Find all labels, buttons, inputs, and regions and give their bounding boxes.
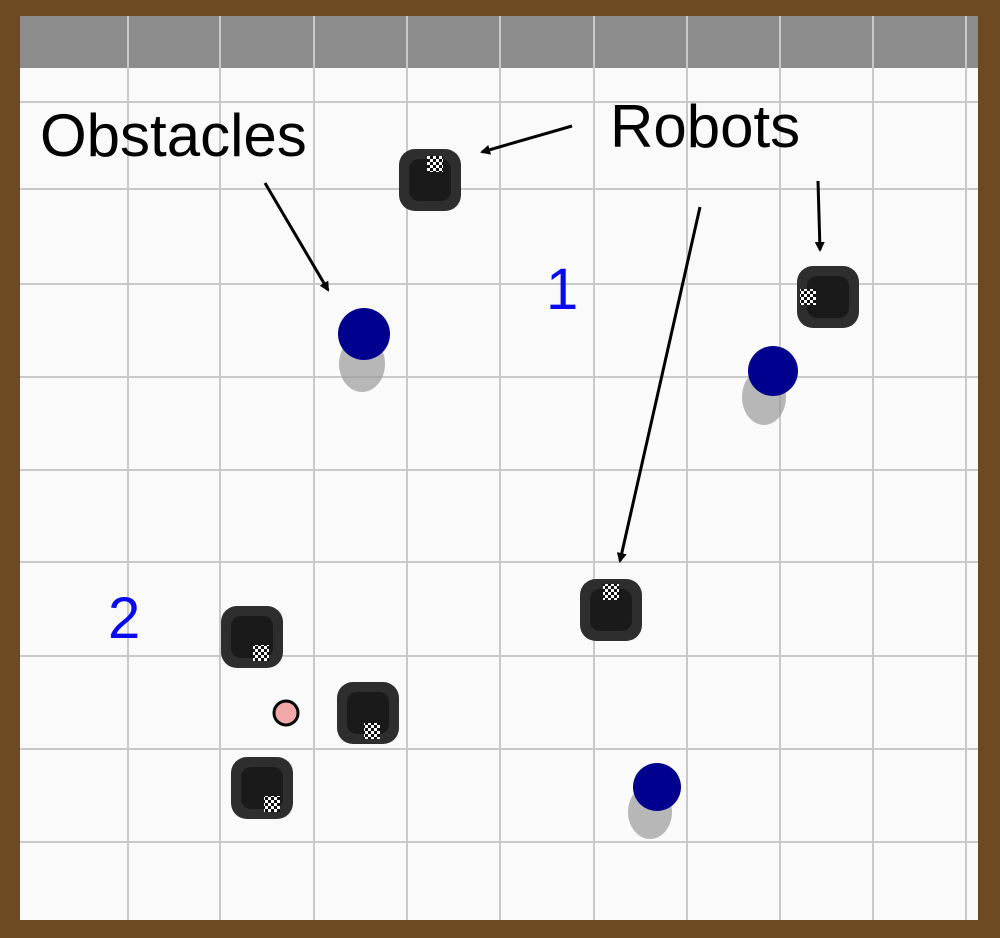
robot: [221, 606, 283, 668]
floor-grid: [20, 16, 978, 920]
obstacles-label: Obstacles: [40, 102, 307, 169]
obstacle: [338, 308, 390, 392]
obstacle: [628, 763, 681, 839]
annotation-arrows: [263, 124, 825, 563]
arrow-obstacles: [263, 182, 330, 292]
arrow-robot-center: [616, 206, 702, 563]
robot: [580, 579, 642, 641]
robot: [337, 682, 399, 744]
region-label-2: 2: [108, 586, 140, 651]
arena-view: Obstacles Robots 1 2: [20, 16, 978, 920]
robot: [231, 757, 293, 819]
robot: [797, 266, 859, 328]
goal-marker: [272, 699, 300, 727]
arrow-robot-right: [814, 180, 825, 252]
obstacle: [742, 346, 798, 425]
robot: [399, 149, 461, 211]
region-label-1: 1: [546, 257, 578, 322]
arrow-robot-top: [480, 124, 573, 155]
robots-label: Robots: [610, 93, 800, 160]
